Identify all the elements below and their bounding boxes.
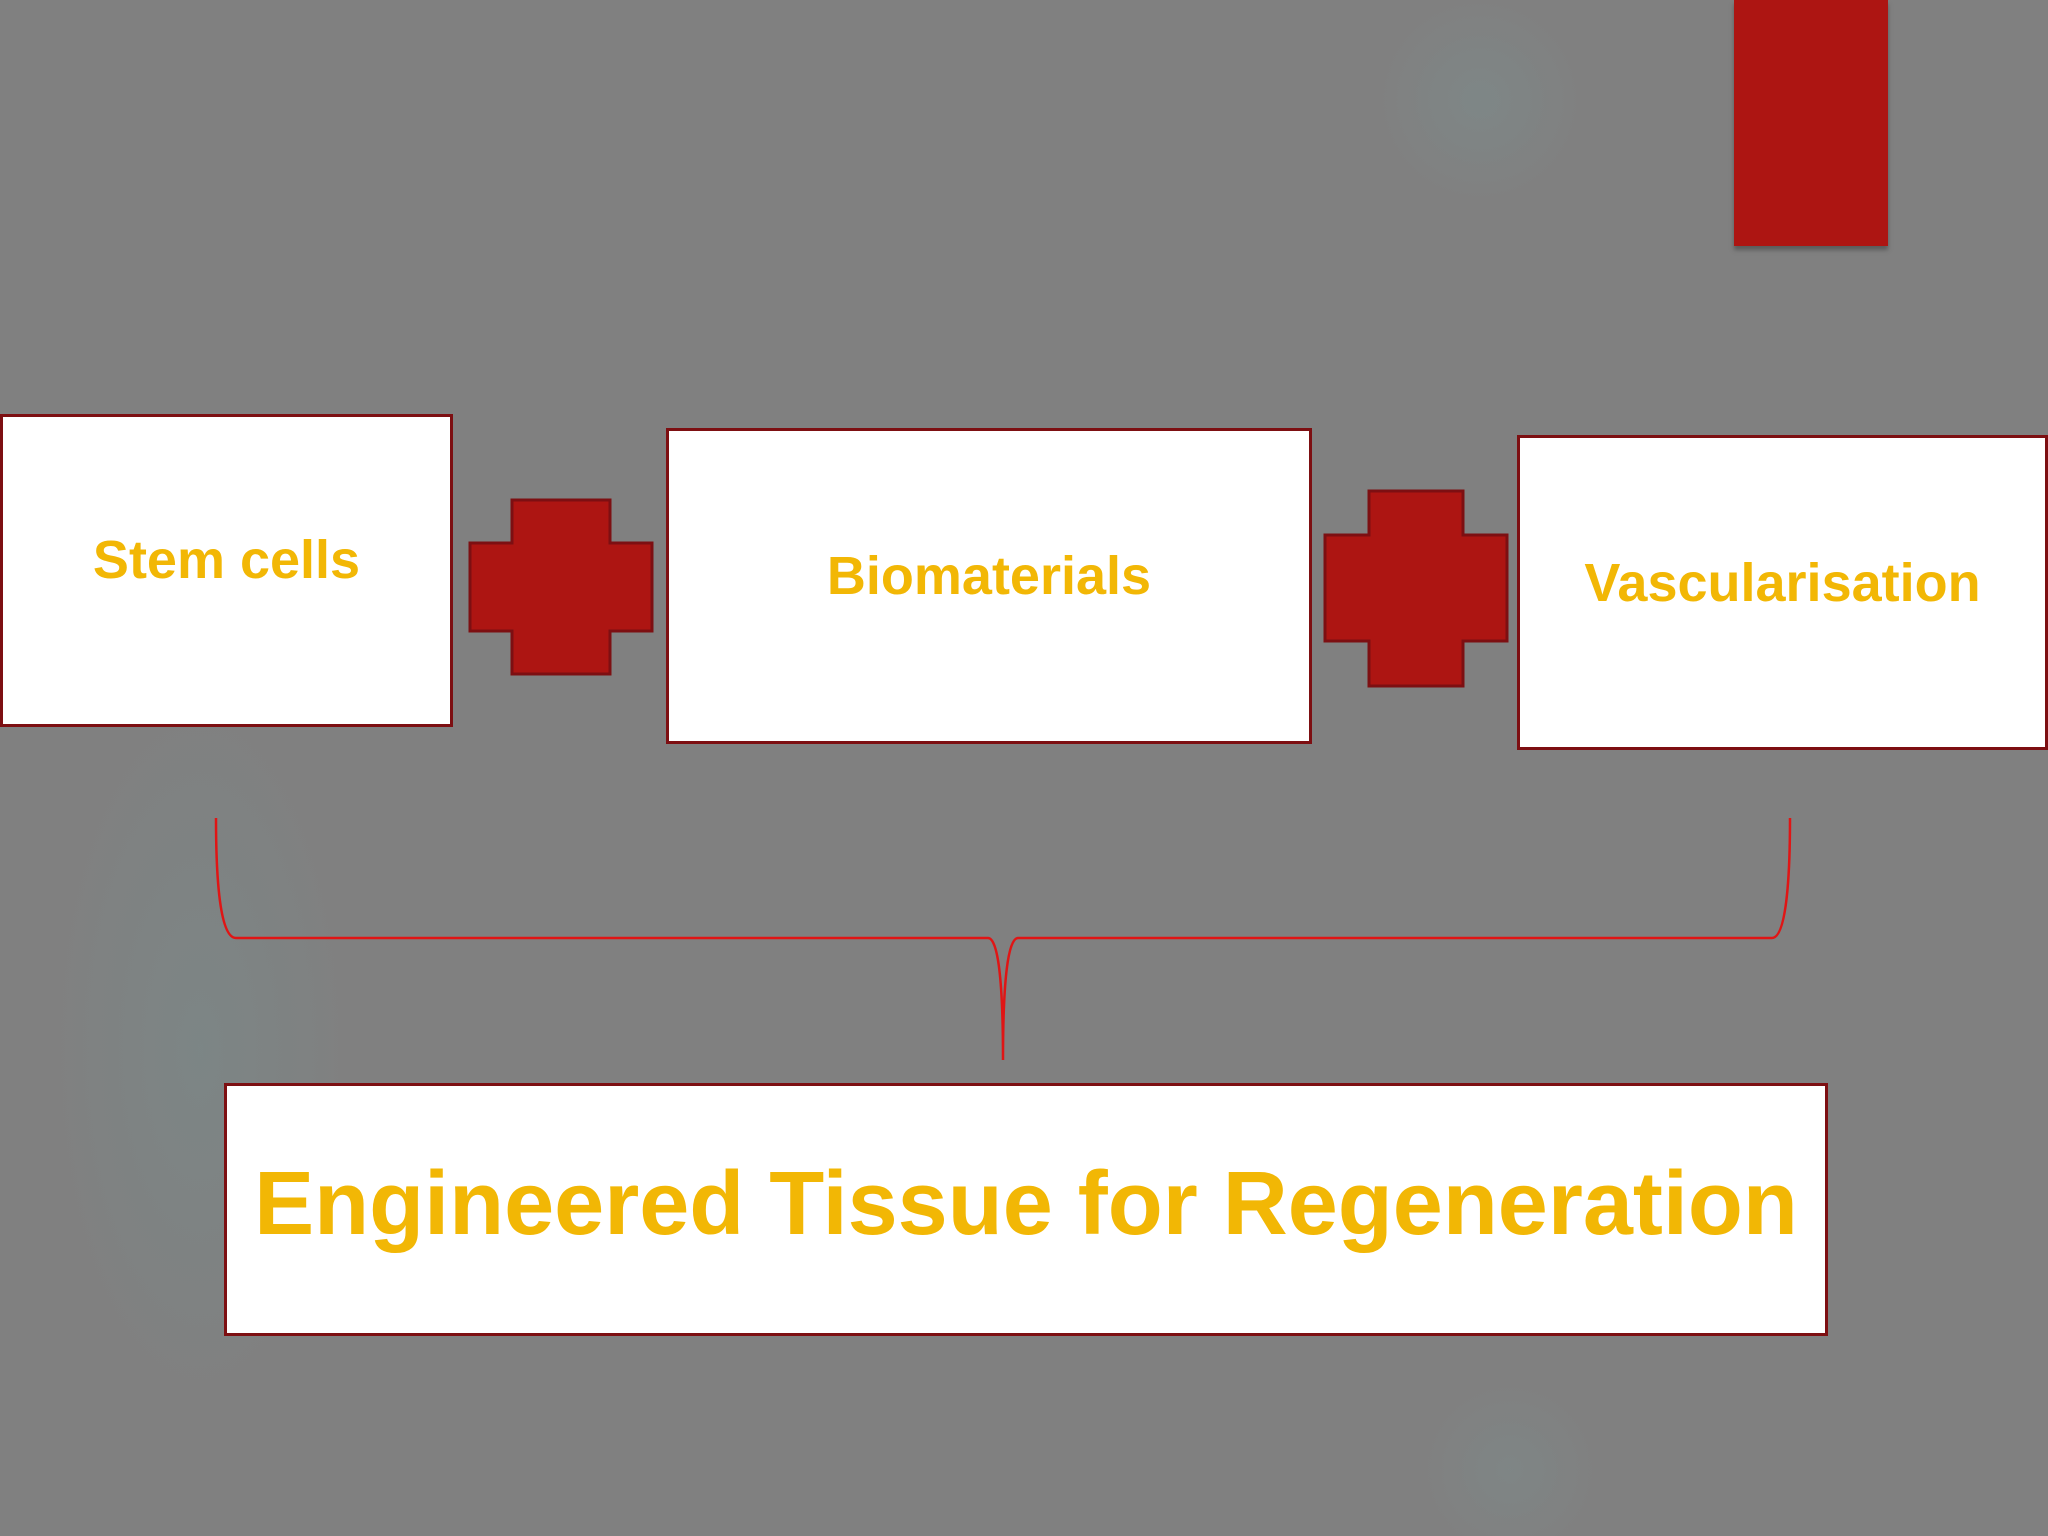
decorative-accent-bar (1734, 0, 1888, 246)
stem-cells-label: Stem cells (92, 529, 361, 590)
vascularisation-label: Vascularisation (1584, 552, 1981, 613)
biomaterials-box: Biomaterials (666, 428, 1312, 744)
stem-cells-box: Stem cells (0, 414, 453, 727)
engineered-tissue-label: Engineered Tissue for Regeneration (254, 1154, 1798, 1254)
vascularisation-box: Vascularisation (1517, 435, 2048, 750)
engineered-tissue-box: Engineered Tissue for Regeneration (224, 1083, 1828, 1336)
plus-icon (468, 498, 654, 676)
biomaterials-label: Biomaterials (826, 546, 1152, 606)
plus-icon (1323, 489, 1509, 688)
